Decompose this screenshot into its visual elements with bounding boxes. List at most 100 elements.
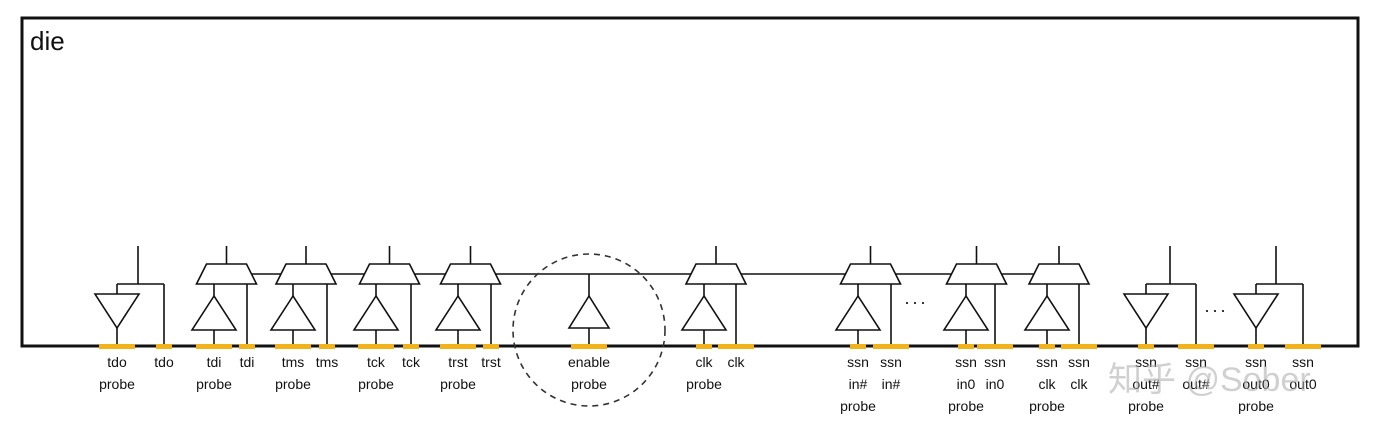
output-buffer-triangle-2 (1232, 293, 1280, 330)
input-buffer-triangle-4 (680, 294, 728, 331)
input-mux-0 (195, 263, 258, 285)
pin-label-line: ssn (880, 354, 902, 370)
pin-label-enable-probe: enable probe (568, 351, 610, 395)
input-mux-3 (439, 263, 502, 285)
enable-probe-highlight-circle (512, 253, 666, 407)
pin-label-line: ssn (955, 354, 977, 370)
pin-label-line: probe (571, 376, 607, 392)
input-mux-6 (945, 263, 1008, 285)
pad-ssn-clk-probe (1039, 344, 1055, 349)
pin-label-line: tms (315, 354, 339, 370)
pin-label-line: probe (686, 376, 722, 392)
input-buffer-triangle-3 (434, 294, 482, 331)
output-buffer-triangle-0 (93, 293, 141, 330)
input-mux-4 (684, 263, 748, 285)
pin-label-line: clk (1038, 376, 1056, 392)
input-mux-1 (274, 263, 338, 285)
pad-tck (403, 344, 419, 349)
pin-label-line: tdo (107, 354, 127, 370)
pin-label-ssn-out0: ssn out0 (1289, 351, 1316, 395)
pin-label-line: in0 (985, 376, 1005, 392)
pin-label-line: ssn (1135, 354, 1157, 370)
pin-label-tms: tms (316, 351, 339, 373)
pin-label-line: out# (1182, 376, 1210, 392)
pad-tms (319, 344, 335, 349)
pin-label-line: tms (281, 354, 305, 370)
pad-trst-probe (440, 344, 476, 349)
pin-label-ssn-in-hash-probe: ssn in# probe (840, 351, 876, 417)
pin-label-line: ssn (1068, 354, 1090, 370)
pin-label-line: probe (196, 376, 232, 392)
pin-label-line: in0 (956, 376, 976, 392)
output-buffer-triangle-1 (1122, 293, 1170, 330)
pad-tck-probe (358, 344, 394, 349)
pin-label-line: tck (402, 354, 420, 370)
input-buffer-triangle-0 (190, 294, 238, 331)
input-mux-5 (839, 263, 902, 285)
pin-label-ssn-in0-probe: ssn in0 probe (948, 351, 984, 417)
pin-label-line: probe (1128, 398, 1164, 414)
pin-label-line: clk (727, 354, 745, 370)
pin-label-line: clk (1070, 376, 1088, 392)
pin-label-line: trst (481, 354, 501, 370)
pin-label-line: probe (358, 376, 394, 392)
pin-label-line: tdi (206, 354, 222, 370)
pin-label-line: ssn (847, 354, 869, 370)
pin-label-tdo-probe: tdo probe (99, 351, 135, 395)
input-mux-7 (1027, 263, 1091, 285)
pin-label-line: ssn (1245, 354, 1267, 370)
ellipsis-right: ··· (1204, 300, 1228, 320)
pad-tdi-probe (196, 344, 232, 349)
pin-label-line: out0 (1242, 376, 1270, 392)
pad-clk (718, 344, 754, 349)
input-buffer-triangle-6 (942, 294, 990, 331)
pin-label-clk-probe: clk probe (686, 351, 722, 395)
pin-label-line: ssn (984, 354, 1006, 370)
input-buffer-triangle-7 (1023, 294, 1071, 331)
pad-ssn-out-hash-probe (1138, 344, 1154, 349)
input-buffer-triangle-1 (269, 294, 317, 331)
ellipsis-left: ··· (904, 292, 928, 312)
pad-tms-probe (275, 344, 311, 349)
pad-ssn-in-hash (873, 344, 909, 349)
pin-label-tdo: tdo (154, 351, 173, 373)
pad-ssn-in0 (977, 344, 1013, 349)
pad-tdi (239, 344, 255, 349)
watermark: 知乎 @Sober (1108, 361, 1311, 399)
die-boundary (20, 16, 1360, 348)
pin-label-line: tck (367, 354, 385, 370)
pin-label-line: tdo (154, 354, 174, 370)
pin-label-tdi: tdi (240, 351, 255, 373)
pad-tdo (156, 344, 172, 349)
input-mux-2 (358, 263, 421, 285)
enable-buffer-triangle (567, 294, 611, 329)
pad-trst (483, 344, 499, 349)
pin-label-tck-probe: tck probe (358, 351, 394, 395)
pad-ssn-clk (1061, 344, 1097, 349)
pin-label-line: probe (275, 376, 311, 392)
pin-label-line: probe (840, 398, 876, 414)
input-buffer-triangle-2 (352, 294, 400, 331)
pin-label-line: probe (1238, 398, 1274, 414)
pin-label-line: enable (567, 354, 611, 370)
pad-enable-probe (571, 344, 607, 349)
pad-ssn-out0-probe (1248, 344, 1264, 349)
pin-label-line: out0 (1289, 376, 1317, 392)
pin-label-line: in# (848, 376, 868, 392)
pin-label-ssn-in0: ssn in0 (984, 351, 1006, 395)
pin-label-line: clk (695, 354, 713, 370)
pad-clk-probe (696, 344, 712, 349)
pin-label-tck: tck (402, 351, 420, 373)
pin-label-line: probe (99, 376, 135, 392)
pin-label-line: probe (948, 398, 984, 414)
signal-wires (93, 246, 1304, 346)
pin-label-line: probe (1029, 398, 1065, 414)
die-label: die (30, 26, 65, 56)
pin-label-line: ssn (1292, 354, 1314, 370)
pad-ssn-in-hash-probe (850, 344, 866, 349)
